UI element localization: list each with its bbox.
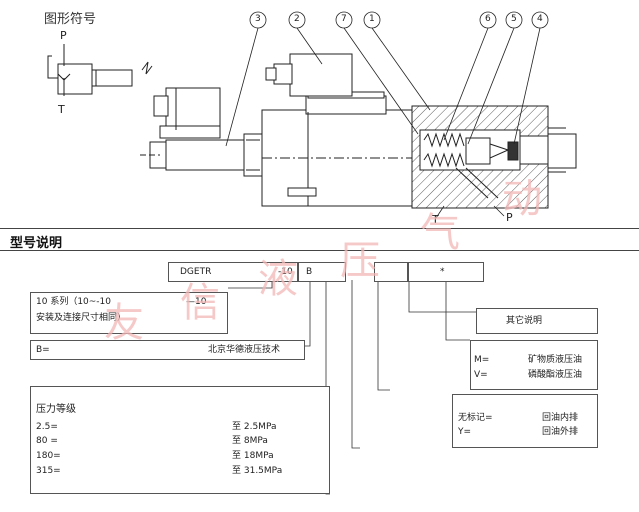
pressure-code-4: 315=: [36, 466, 61, 476]
solenoid-housing: [261, 53, 413, 207]
series-line2: 安装及连接尺寸相同）: [36, 313, 127, 323]
callout-7: 7: [341, 14, 347, 24]
model-code-prefix: DGETR: [180, 267, 212, 277]
drain-code-1: 无标记=: [458, 413, 493, 423]
model-code-tail: *: [440, 267, 445, 277]
pressure-title: 压力等级: [36, 404, 76, 415]
series-box: [30, 292, 228, 334]
body-port-p: P: [506, 211, 513, 224]
callout-3: 3: [255, 14, 261, 24]
symbol-port-p: P: [60, 29, 67, 42]
section-rule-bottom: [0, 250, 639, 251]
brand-value: 北京华德液压技术: [208, 345, 281, 355]
callout-2: 2: [294, 14, 300, 24]
other-notes-label: 其它说明: [506, 316, 543, 326]
body-port-t: T: [432, 213, 439, 226]
drain-value-2: 回油外排: [542, 427, 579, 437]
pressure-code-3: 180=: [36, 451, 61, 461]
section-title: 型号说明: [10, 236, 63, 251]
symbol-title: 图形符号: [44, 12, 97, 27]
callout-leaders: [225, 11, 549, 219]
callout-6: 6: [485, 14, 491, 24]
model-code-material-box: [298, 262, 346, 282]
series-line1: 10 系列（10~-10: [36, 297, 112, 307]
pressure-code-2: 80 =: [36, 436, 58, 446]
model-code-prefix-box: [168, 262, 298, 282]
drain-box: [452, 394, 598, 448]
model-code-blank-box: [374, 262, 408, 282]
model-code-tail-box: [408, 262, 484, 282]
fluid-code-1: M=: [474, 355, 490, 365]
spring-and-spool: [423, 132, 519, 199]
symbol-port-t: T: [58, 103, 65, 116]
callout-4: 4: [537, 14, 543, 24]
brand-key: B=: [36, 345, 50, 355]
pressure-value-2: 至 8MPa: [232, 436, 268, 446]
model-code-material: B: [306, 267, 313, 277]
manual-override: [140, 133, 263, 177]
fluid-box: [470, 340, 598, 390]
callout-1: 1: [369, 14, 375, 24]
brand-box: [30, 340, 305, 360]
pressure-value-1: 至 2.5MPa: [232, 422, 277, 432]
callout-5: 5: [511, 14, 517, 24]
fluid-value-1: 矿物质液压油: [528, 355, 583, 365]
drain-code-2: Y=: [458, 427, 472, 437]
fluid-code-2: V=: [474, 370, 488, 380]
pressure-box: [30, 386, 330, 494]
model-code-series: -10: [278, 267, 293, 277]
hydraulic-symbol: [47, 44, 153, 96]
plug-connector: [153, 87, 221, 139]
series-code: —10: [186, 297, 207, 307]
drain-value-1: 回油内排: [542, 413, 579, 423]
fluid-value-2: 磷酸酯液压油: [528, 370, 583, 380]
pressure-value-3: 至 18MPa: [232, 451, 274, 461]
model-code-leaders: [228, 280, 476, 495]
pressure-value-4: 至 31.5MPa: [232, 466, 283, 476]
other-notes-box: [476, 308, 598, 334]
pressure-code-1: 2.5=: [36, 422, 58, 432]
section-rule-top: [0, 228, 639, 229]
